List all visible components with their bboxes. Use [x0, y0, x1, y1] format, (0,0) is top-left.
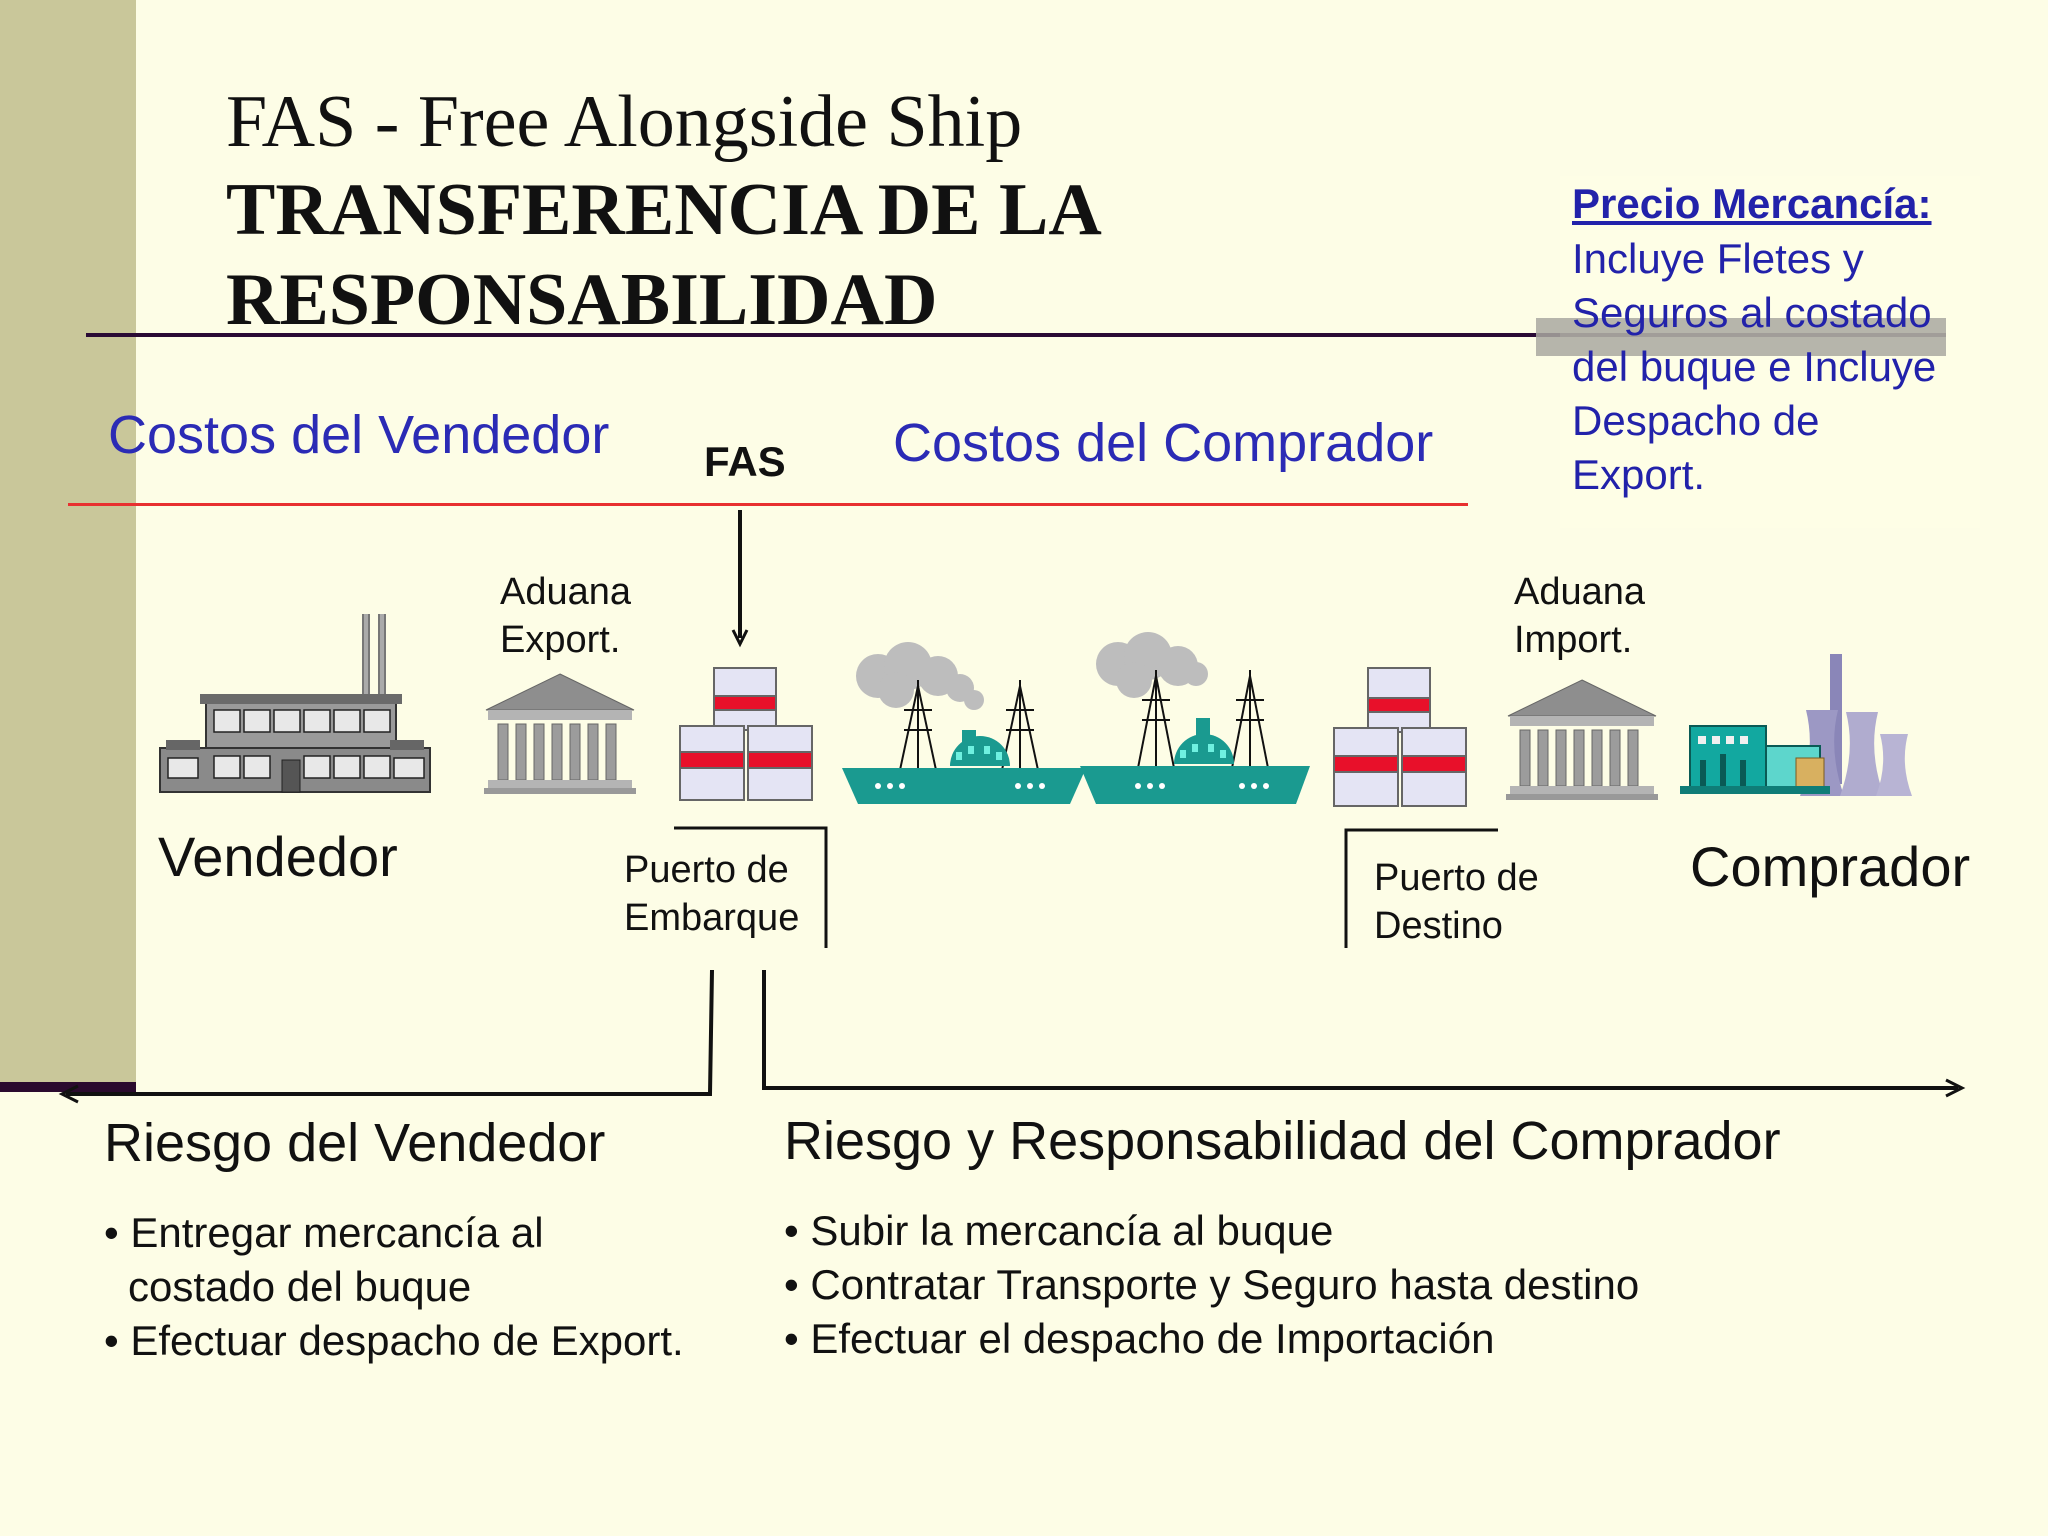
seller-label: Vendedor [158, 825, 398, 888]
seller-risk-arrow [58, 969, 714, 1104]
industrial-plant-icon [1680, 654, 1912, 796]
buyer-risk-item: • Contratar Transporte y Seguro hasta de… [784, 1261, 1640, 1308]
factory-icon [159, 614, 431, 793]
customs-export-label: Aduana Export. [500, 568, 631, 664]
buyer-label: Comprador [1690, 835, 1971, 898]
customs-building-icon [1506, 679, 1658, 800]
port-dest-label-line: Puerto de [1374, 857, 1539, 899]
buyer-costs-label: Costos del Comprador [893, 413, 1434, 473]
cargo-icon [679, 667, 813, 801]
ship-icon [1080, 632, 1310, 804]
port-origin-bracket [674, 826, 828, 948]
seller-risk-item: • Efectuar despacho de Export. [104, 1317, 684, 1364]
down-arrow-icon [731, 510, 749, 648]
title-line-3: RESPONSABILIDAD [226, 259, 938, 341]
seller-risk-heading: Riesgo del Vendedor [104, 1113, 606, 1173]
customs-import-label-line: Aduana [1514, 571, 1646, 613]
port-dest-label: Puerto de Destino [1374, 854, 1539, 950]
price-note-grey-bar [1536, 318, 1946, 356]
customs-import-label-line: Import. [1514, 619, 1633, 661]
title-divider [86, 333, 1946, 337]
port-origin-label-line: Puerto de [624, 849, 789, 891]
customs-export-label-line: Export. [500, 619, 621, 661]
buyer-risk-item: • Efectuar el despacho de Importación [784, 1315, 1495, 1362]
fas-marker-label: FAS [704, 438, 786, 485]
price-note-body: Incluye Fletes y Seguros al costado del … [1572, 232, 1992, 502]
port-dest-bracket [1344, 828, 1498, 948]
title-line-1: FAS - Free Alongside Ship [226, 81, 1023, 163]
ship-icon [842, 642, 1086, 804]
customs-building-icon [484, 673, 636, 794]
seller-risk-item: • Entregar mercancía al [104, 1209, 544, 1256]
price-note-line: del buque e Incluye [1572, 343, 1937, 390]
seller-risk-list: • Entregar mercancía al costado del buqu… [104, 1206, 684, 1368]
customs-export-label-line: Aduana [500, 571, 632, 613]
sidebar-band-edge [0, 1082, 136, 1092]
buyer-risk-arrow [762, 970, 1966, 1098]
sidebar-band [0, 0, 136, 1088]
risk-arrows [58, 969, 1966, 1104]
seller-costs-label: Costos del Vendedor [108, 405, 610, 465]
price-note-line: Export. [1572, 451, 1706, 498]
buyer-risk-heading: Riesgo y Responsabilidad del Comprador [784, 1111, 1781, 1171]
title-line-2-3: TRANSFERENCIA DE LA RESPONSABILIDAD [226, 165, 1102, 345]
buyer-risk-list: • Subir la mercancía al buque • Contrata… [784, 1204, 1639, 1366]
port-origin-label: Puerto de Embarque [624, 846, 799, 942]
price-note-heading: Precio Mercancía: [1572, 180, 1932, 227]
customs-import-label: Aduana Import. [1514, 568, 1645, 664]
costs-divider [68, 503, 1468, 506]
title-line-2: TRANSFERENCIA DE LA [226, 169, 1102, 251]
price-note-line: Despacho de [1572, 397, 1820, 444]
cargo-icon [1333, 667, 1467, 807]
price-note-line: Seguros al costado [1572, 289, 1932, 336]
port-dest-label-line: Destino [1374, 905, 1503, 947]
seller-risk-item: costado del buque [128, 1263, 472, 1310]
buyer-risk-item: • Subir la mercancía al buque [784, 1207, 1334, 1254]
price-note-line: Incluye Fletes y [1572, 235, 1864, 282]
port-origin-label-line: Embarque [624, 897, 800, 939]
